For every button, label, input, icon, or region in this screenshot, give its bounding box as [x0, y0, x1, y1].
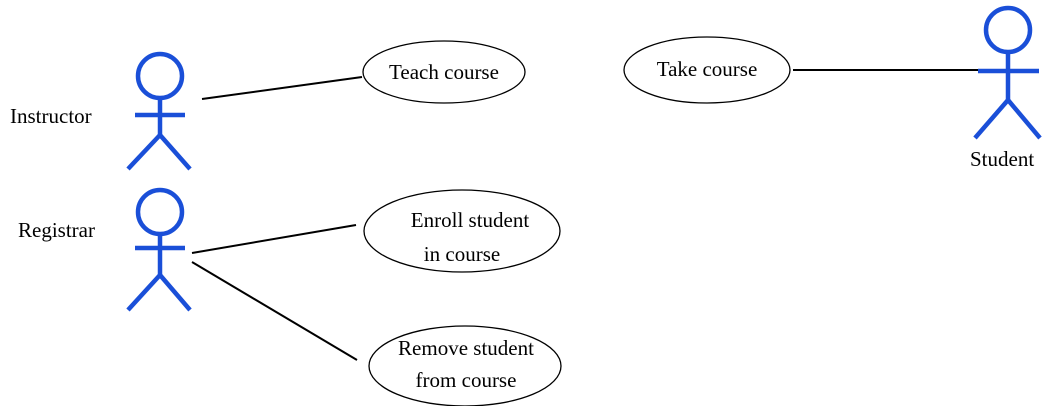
- stick-figure-icon: [126, 51, 192, 171]
- association-registrar-remove-student: [191, 261, 358, 361]
- actor-instructor[interactable]: Instructor: [10, 51, 192, 171]
- actor-student[interactable]: Student: [970, 5, 1042, 171]
- actor-label-instructor: Instructor: [10, 104, 92, 128]
- use-case-teach-course[interactable]: Teach course: [362, 40, 526, 104]
- actor-label-student: Student: [970, 147, 1034, 171]
- actor-label-registrar: Registrar: [18, 218, 95, 242]
- use-case-take-course[interactable]: Take course: [623, 36, 791, 104]
- use-case-label-line2: from course: [416, 368, 517, 392]
- use-case-label-line2: in course: [424, 242, 500, 266]
- use-case-remove-student[interactable]: Remove student from course: [368, 325, 562, 406]
- association-registrar-enroll-student: [191, 224, 357, 254]
- use-case-label-line1: Enroll student: [411, 208, 530, 232]
- use-case-label-line1: Remove student: [398, 336, 534, 360]
- use-case-label: Teach course: [389, 60, 499, 84]
- stick-figure-icon: [126, 187, 192, 312]
- actor-registrar[interactable]: Registrar: [18, 187, 192, 312]
- stick-figure-icon: [973, 5, 1042, 140]
- use-case-enroll-student[interactable]: Enroll student in course: [363, 189, 561, 273]
- association-instructor-teach-course: [201, 76, 363, 100]
- use-case-label: Take course: [657, 57, 758, 81]
